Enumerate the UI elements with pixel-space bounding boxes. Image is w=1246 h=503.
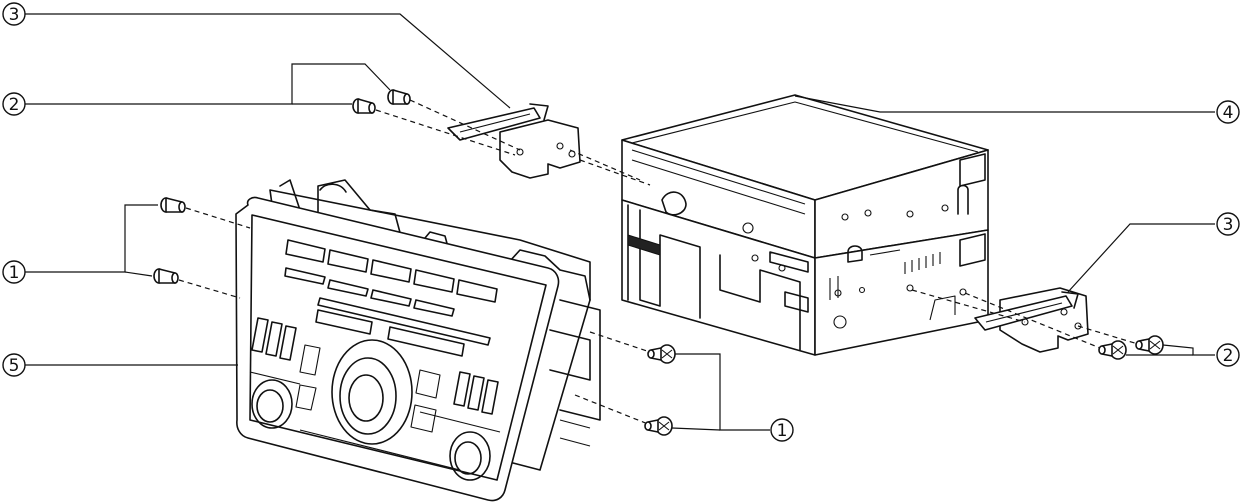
callout-3-top-left: 3 xyxy=(2,2,26,26)
screw-part-2-right-b xyxy=(1098,340,1127,360)
screw-part-1-left-b xyxy=(153,268,179,284)
callout-2-right: 2 xyxy=(1216,343,1240,367)
bracket-part-3-left xyxy=(447,103,581,179)
screw-part-1-right-b xyxy=(644,416,673,436)
callout-1-left: 1 xyxy=(2,260,26,284)
callout-5-left: 5 xyxy=(2,353,26,377)
leader-lines xyxy=(25,13,1215,431)
callout-label: 4 xyxy=(1223,103,1234,123)
screw-part-2-left-a xyxy=(387,89,411,105)
screw-part-2-right-a xyxy=(1135,335,1164,355)
screw-part-1-left-a xyxy=(160,197,186,213)
callout-2-left: 2 xyxy=(2,92,26,116)
screw-part-1-right-a xyxy=(647,344,676,364)
assembly-lines xyxy=(178,99,1139,425)
audio-unit-part-5 xyxy=(235,179,601,502)
callout-label: 1 xyxy=(9,263,20,283)
chassis-part-4 xyxy=(621,94,989,356)
callout-label: 2 xyxy=(9,95,20,115)
callout-label: 3 xyxy=(1223,215,1234,235)
callout-label: 2 xyxy=(1223,346,1234,366)
screw-part-2-left-b xyxy=(352,98,376,114)
callout-label: 1 xyxy=(777,421,788,441)
callout-label: 3 xyxy=(9,5,20,25)
callout-1-bottom: 1 xyxy=(770,418,794,442)
bracket-part-3-right xyxy=(974,287,1089,353)
callout-label: 5 xyxy=(9,356,20,376)
callout-3-right: 3 xyxy=(1216,212,1240,236)
callout-4-right: 4 xyxy=(1216,100,1240,124)
